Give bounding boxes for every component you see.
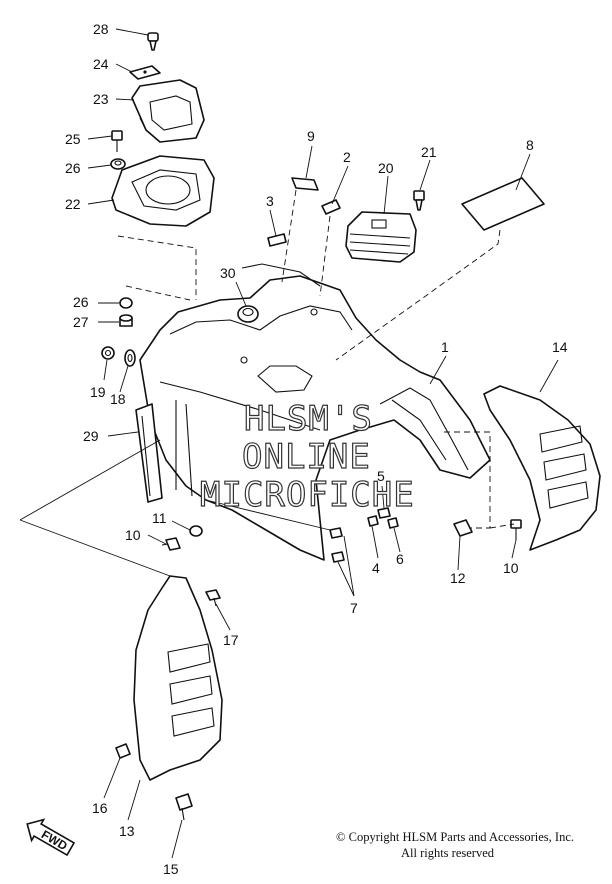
part-29-bracket xyxy=(135,403,163,503)
part-22-console-base xyxy=(111,155,215,227)
part-17-screw xyxy=(205,589,221,607)
callout-26-lower: 26 xyxy=(73,294,89,310)
copyright-text: © Copyright HLSM Parts and Accessories, … xyxy=(336,830,574,844)
callout-2: 2 xyxy=(343,149,351,165)
callout-6: 6 xyxy=(396,551,404,567)
callout-4: 4 xyxy=(372,560,380,576)
callout-15: 15 xyxy=(163,861,179,877)
callout-24: 24 xyxy=(93,56,109,72)
part-16-nut xyxy=(115,743,131,759)
part-30-grommet xyxy=(237,305,259,323)
callout-7: 7 xyxy=(350,600,358,616)
callout-22: 22 xyxy=(65,196,81,212)
watermark-line-2: ONLINE xyxy=(242,437,371,477)
part-18-washer xyxy=(124,349,136,367)
callout-10-left: 10 xyxy=(125,527,141,543)
part-25-bolt xyxy=(111,130,123,152)
part-14-right-side-cover xyxy=(483,385,601,551)
callout-17: 17 xyxy=(223,632,239,648)
part-28-screw xyxy=(147,32,159,51)
callout-11: 11 xyxy=(152,510,167,526)
callout-28: 28 xyxy=(93,21,109,37)
callout-12: 12 xyxy=(450,570,466,586)
part-13-left-side-cover xyxy=(133,575,223,781)
part-20-battery-box xyxy=(345,211,417,263)
callout-20: 20 xyxy=(378,160,394,176)
callout-21: 21 xyxy=(421,144,437,160)
callout-10-right: 10 xyxy=(503,560,519,576)
part-21-screw xyxy=(413,190,425,211)
watermark-line-3: MICROFICHE xyxy=(200,475,415,515)
callout-3: 3 xyxy=(266,193,274,209)
callout-23: 23 xyxy=(93,91,109,107)
part-26-nut-lower xyxy=(119,297,133,309)
part-9-seal xyxy=(291,177,319,191)
callout-25: 25 xyxy=(65,131,81,147)
watermark-line-1: HLSM'S xyxy=(244,399,373,439)
callout-13: 13 xyxy=(119,823,135,839)
part-8-pad xyxy=(461,177,545,231)
callout-8: 8 xyxy=(526,137,534,153)
fwd-arrow: FWD xyxy=(26,818,76,857)
part-12-nut-plate xyxy=(453,519,473,537)
rights-reserved-text: All rights reserved xyxy=(400,846,494,860)
watermark: HLSM'S ONLINE MICROFICHE xyxy=(199,398,415,515)
part-23-console-cover xyxy=(131,79,205,143)
part-3-seal xyxy=(267,233,287,247)
part-10-bolt-left xyxy=(161,537,181,551)
callout-14: 14 xyxy=(552,339,568,355)
part-7-clips xyxy=(329,527,345,563)
part-11-collar xyxy=(189,525,203,537)
part-1-front-fender-body xyxy=(139,263,491,561)
callout-5: 5 xyxy=(377,468,385,484)
part-5-clip xyxy=(377,507,391,519)
part-2-seal xyxy=(321,199,341,215)
leader-lines xyxy=(19,28,559,859)
part-27-collar xyxy=(119,314,133,327)
part-19-nut xyxy=(101,346,115,360)
part-15-bolt xyxy=(175,793,193,821)
callout-labels: 28 24 23 25 26 22 9 2 3 20 21 8 30 26 27… xyxy=(65,21,568,877)
callout-1: 1 xyxy=(441,339,449,355)
callout-18: 18 xyxy=(110,391,126,407)
part-10-bolt-right xyxy=(510,519,522,540)
callout-19: 19 xyxy=(90,384,106,400)
part-26-nut-upper xyxy=(110,158,126,170)
part-6-clip xyxy=(387,517,399,529)
callout-29: 29 xyxy=(83,428,99,444)
callout-9: 9 xyxy=(307,128,315,144)
callout-30: 30 xyxy=(220,265,236,281)
part-4-clip xyxy=(367,515,379,527)
callout-26-upper: 26 xyxy=(65,160,81,176)
part-24-plate xyxy=(129,65,161,80)
callout-27: 27 xyxy=(73,314,89,330)
callout-16: 16 xyxy=(92,800,108,816)
